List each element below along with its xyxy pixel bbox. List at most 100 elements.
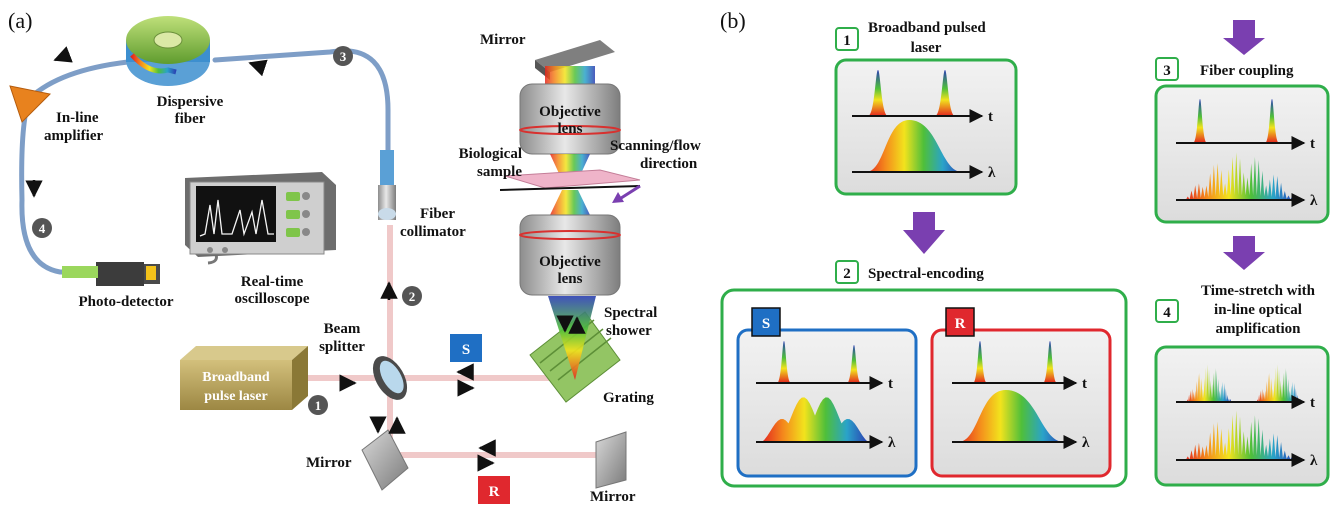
s-subtag: S xyxy=(751,307,781,337)
step-3-pulse-a xyxy=(1193,99,1207,143)
step-1-time-axis-label: t xyxy=(988,109,993,125)
step-4-title-3: amplification xyxy=(1216,321,1302,337)
label-dispersive-1: Dispersive xyxy=(157,94,224,110)
panel-a-label: (a) xyxy=(8,8,32,33)
svg-text:S: S xyxy=(462,342,470,358)
step-1-pulse-b xyxy=(935,70,955,116)
step-1-lambda-axis-label: λ xyxy=(988,165,996,181)
label-objective-top-2: lens xyxy=(557,121,582,137)
step-marker-2: 2 xyxy=(402,286,422,306)
step-3-title: Fiber coupling xyxy=(1200,63,1294,79)
step-4-pulse-a xyxy=(1186,364,1232,402)
step-4-time-axis-label: t xyxy=(1310,395,1315,411)
step-2-s-spectrum-plot: λ xyxy=(756,397,896,451)
step-marker-4: 4 xyxy=(32,218,52,238)
panel-a: (a) xyxy=(8,8,701,505)
label-objective-bot-2: lens xyxy=(557,271,582,287)
step-2-r-time-plot: t xyxy=(952,341,1087,392)
fiber-spool xyxy=(126,16,210,86)
inline-amplifier-icon xyxy=(9,85,52,123)
mirror-right-icon xyxy=(595,431,627,489)
label-fiber-col-2: collimator xyxy=(400,224,466,240)
svg-text:2: 2 xyxy=(409,289,416,304)
step-4-title-2: in-line optical xyxy=(1214,302,1302,318)
step-4-frame xyxy=(1154,345,1330,487)
step-2-r-spectrum xyxy=(958,390,1064,442)
mirror-left-icon xyxy=(361,429,409,491)
laser-label-line2: pulse laser xyxy=(204,389,267,404)
svg-text:S: S xyxy=(762,316,770,332)
label-mirror-right: Mirror xyxy=(590,489,636,505)
step-3-lambda-axis-label: λ xyxy=(1310,193,1318,209)
label-biological-2: sample xyxy=(477,164,522,180)
process-arrow-3 xyxy=(1223,236,1265,270)
step-3-time-plot: t xyxy=(1176,99,1315,152)
step-2-s-time-axis-label: t xyxy=(888,376,893,392)
fiber-collimator xyxy=(378,150,396,220)
svg-text:4: 4 xyxy=(39,221,46,236)
step-2-number: 2 xyxy=(843,266,851,282)
label-scanning-2: direction xyxy=(640,156,698,172)
process-arrow-1 xyxy=(903,212,945,254)
step-1-spectrum-plot: λ xyxy=(852,120,996,181)
step-2-r-time-axis-label: t xyxy=(1082,376,1087,392)
label-realtime-1: Real-time xyxy=(241,274,304,290)
step-4-spectrum xyxy=(1184,410,1296,460)
step-1-number: 1 xyxy=(843,33,851,49)
label-objective-top-1: Objective xyxy=(539,104,601,120)
label-inline-2: amplifier xyxy=(44,128,103,144)
step-2-s-lambda-axis-label: λ xyxy=(888,435,896,451)
step-2-s-pulse-a xyxy=(777,341,791,383)
r-tag: R xyxy=(478,476,510,504)
direction-arrows xyxy=(25,46,586,472)
step-1-title-1: Broadband pulsed xyxy=(868,20,986,36)
label-beam-1: Beam xyxy=(324,321,361,337)
flow-arrow xyxy=(617,184,641,202)
label-spectral-1: Spectral xyxy=(604,305,657,321)
step-4-lambda-axis-label: λ xyxy=(1310,453,1318,469)
step-2: 2 Spectral-encoding S R t λ t λ xyxy=(720,260,1128,488)
label-mirror-left: Mirror xyxy=(306,455,352,471)
label-spectral-2: shower xyxy=(606,323,652,339)
panel-b: (b) 1 Broadband pulsed laser t λ 2 Spect… xyxy=(720,8,1330,488)
label-fiber-col-1: Fiber xyxy=(420,206,455,222)
laser-source: Broadband pulse laser xyxy=(180,346,308,410)
svg-text:1: 1 xyxy=(315,398,322,413)
label-inline-1: In-line xyxy=(56,110,99,126)
flow-arrow-head xyxy=(612,192,624,203)
label-photodetector: Photo-detector xyxy=(79,294,174,310)
step-4-title-1: Time-stretch with xyxy=(1201,283,1316,299)
label-grating: Grating xyxy=(603,390,654,406)
step-3: 3 Fiber coupling t λ xyxy=(1154,57,1330,224)
step-marker-1: 1 xyxy=(308,395,328,415)
step-2-s-time-plot: t xyxy=(756,341,893,392)
step-3-number: 3 xyxy=(1163,63,1171,79)
label-scanning-1: Scanning/flow xyxy=(610,138,701,154)
step-2-r-lambda-axis-label: λ xyxy=(1082,435,1090,451)
step-1-title-2: laser xyxy=(911,40,942,56)
oscilloscope xyxy=(185,172,336,257)
label-dispersive-2: fiber xyxy=(175,111,206,127)
step-3-time-axis-label: t xyxy=(1310,136,1315,152)
step-4: 4 Time-stretch with in-line optical ampl… xyxy=(1154,283,1330,487)
step-1-time-plot: t xyxy=(852,70,993,125)
beam-splitter-icon xyxy=(372,356,408,400)
label-mirror-top: Mirror xyxy=(480,32,526,48)
r-subtag: R xyxy=(945,307,975,337)
step-4-time-plot: t xyxy=(1176,364,1315,411)
label-biological-1: Biological xyxy=(459,146,522,162)
svg-text:R: R xyxy=(955,316,966,332)
label-beam-2: splitter xyxy=(319,339,365,355)
step-2-r-pulse-a xyxy=(973,341,987,383)
step-4-spectrum-plot: λ xyxy=(1176,410,1318,469)
step-1-pulse-a xyxy=(868,70,888,116)
step-2-r-spectrum-plot: λ xyxy=(952,390,1090,451)
svg-text:R: R xyxy=(489,484,500,500)
step-2-r-pulse-b xyxy=(1043,341,1057,383)
laser-label-line1: Broadband xyxy=(202,370,270,385)
step-3-spectrum xyxy=(1184,152,1296,200)
step-2-s-pulse-b xyxy=(847,345,861,383)
step-3-pulse-b xyxy=(1265,99,1279,143)
step-2-title: Spectral-encoding xyxy=(868,266,984,282)
